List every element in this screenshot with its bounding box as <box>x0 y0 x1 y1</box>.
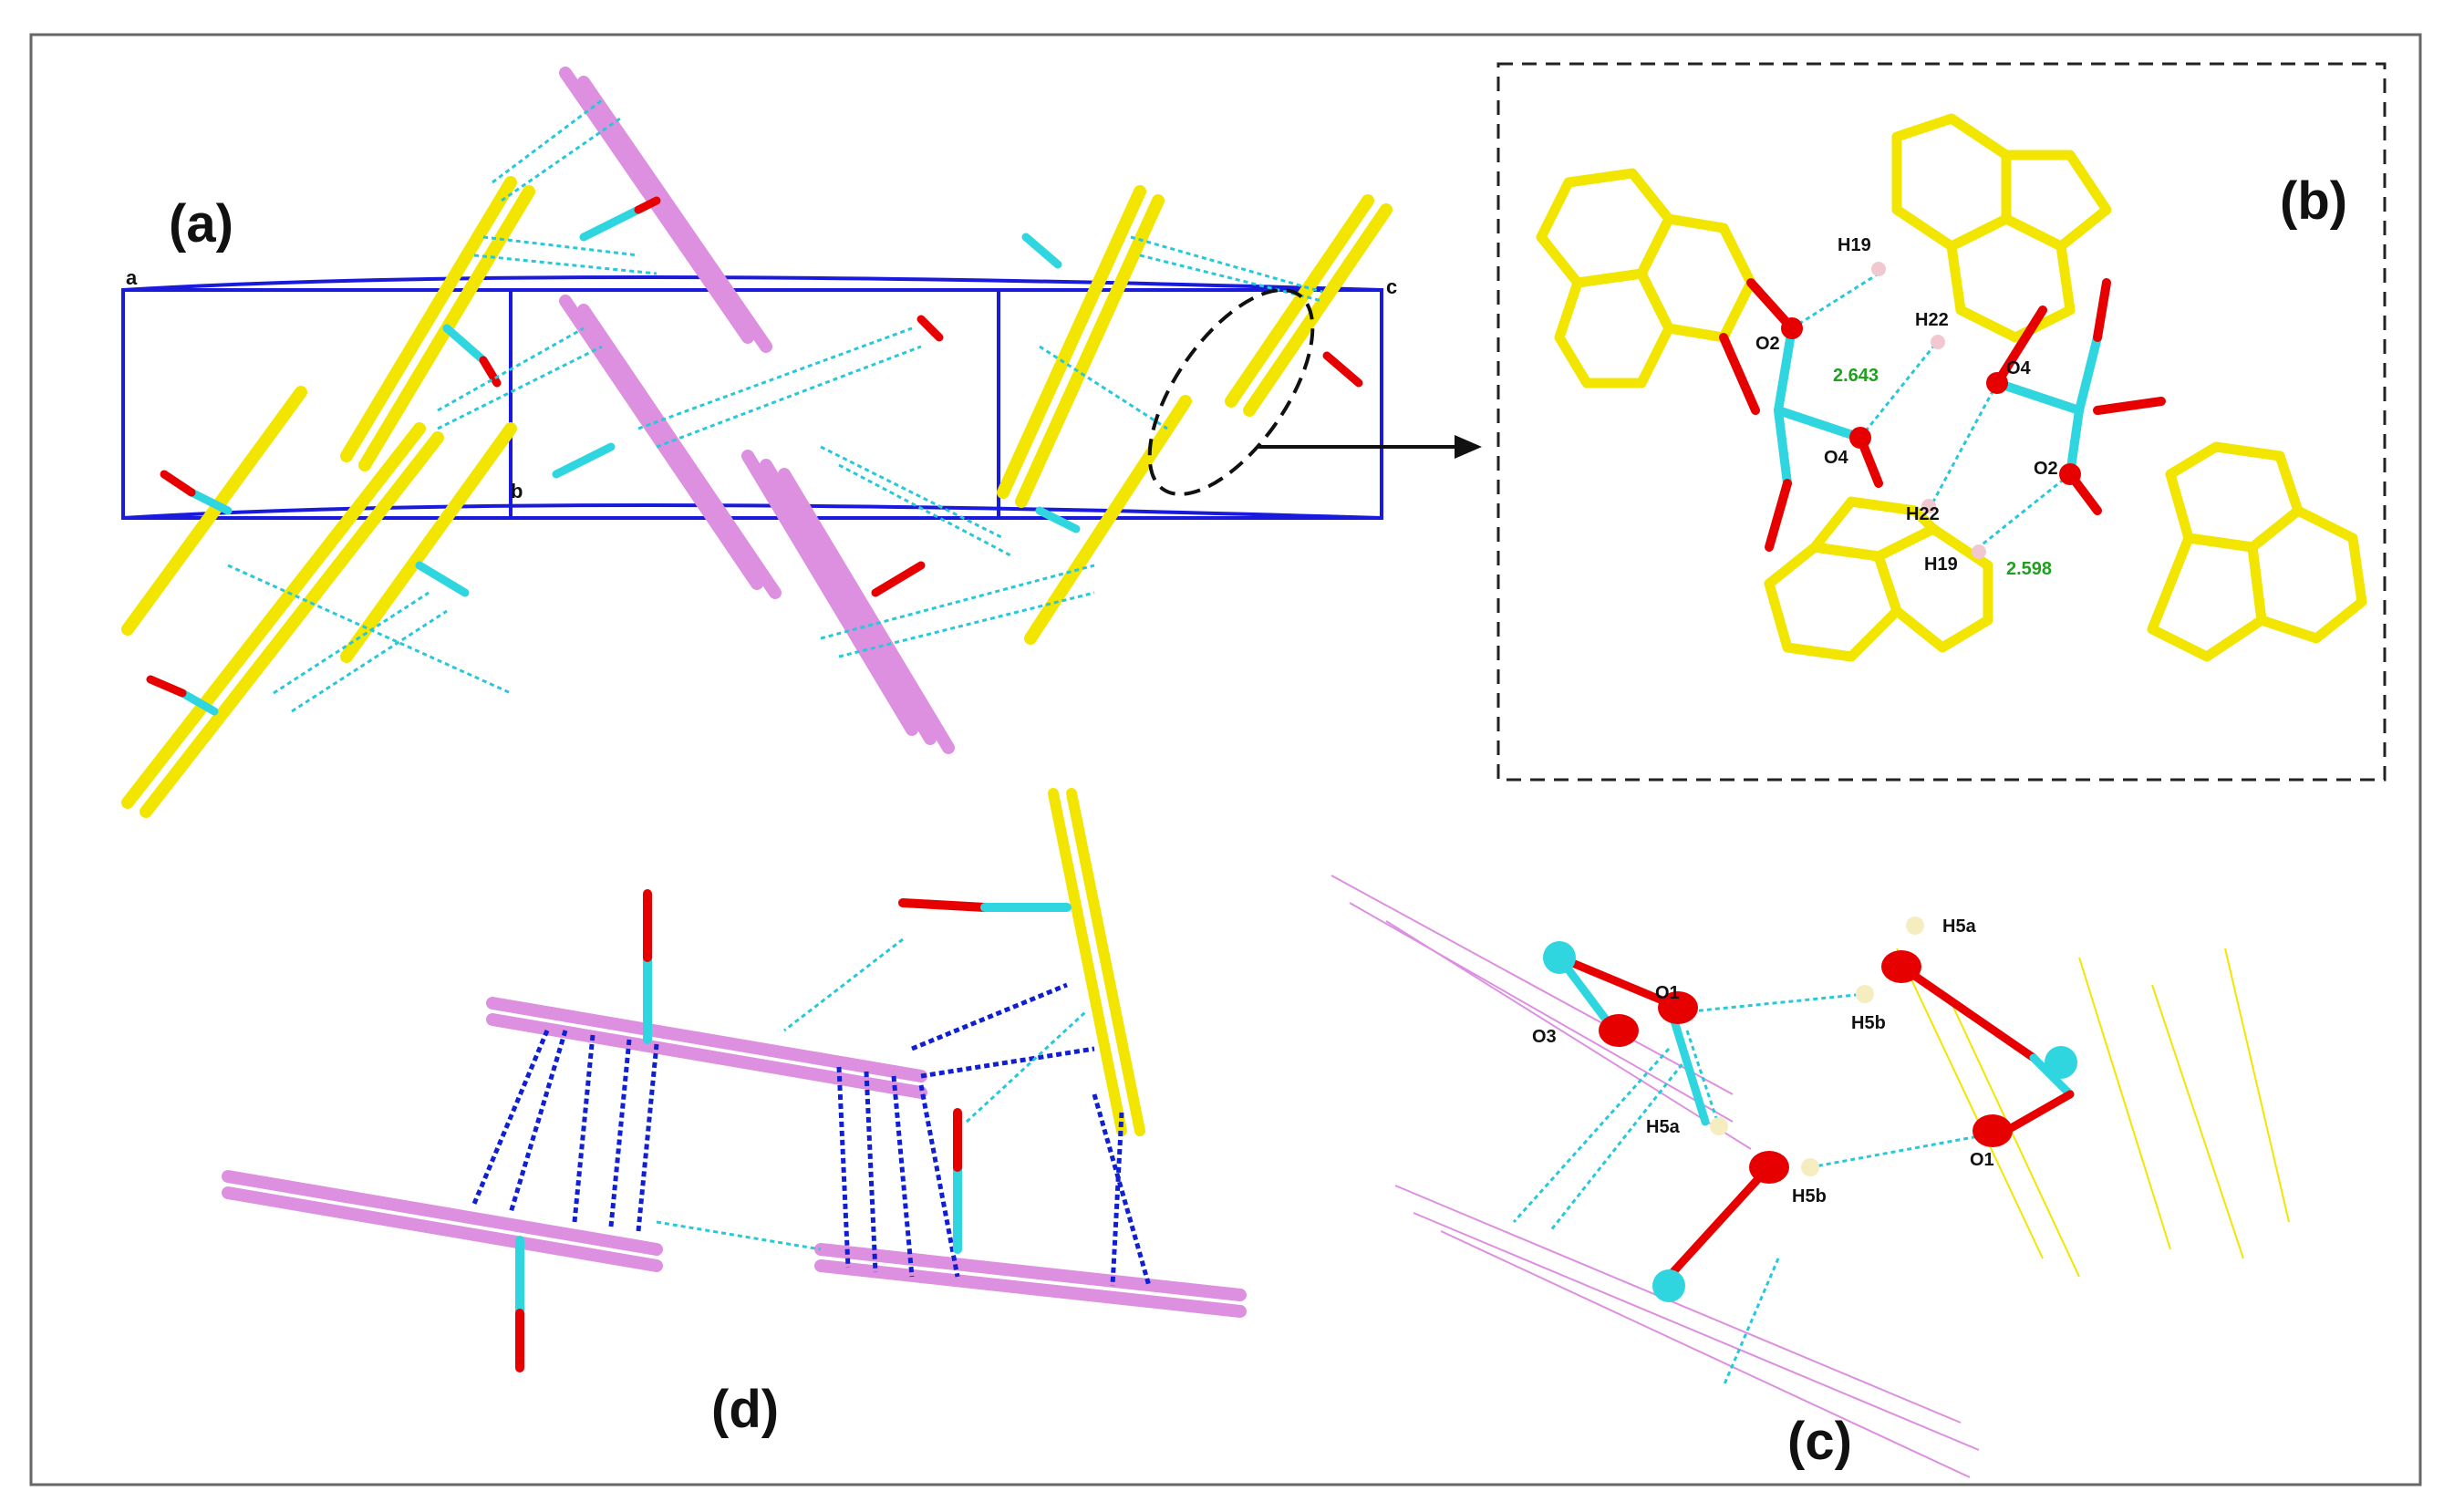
atom-label-h5a-top: H5a <box>1942 917 1977 937</box>
panel-c: H5a H5b O1 O3 H5a H5b O1 (c) <box>1331 875 2290 1478</box>
atom-label-o1-left: O1 <box>1655 983 1680 1003</box>
figure-frame <box>29 33 2422 1486</box>
metal-oxygen-bonds <box>146 196 1363 716</box>
atom-label-h22-top: H22 <box>1915 310 1949 330</box>
hbonds-d <box>656 937 1087 1251</box>
atom-label-o3: O3 <box>1532 1027 1557 1047</box>
axis-b-label: b <box>511 480 523 502</box>
bonds-c <box>1555 953 2075 1281</box>
unit-cell <box>121 275 1383 520</box>
pink-wireframe-c <box>1331 875 1980 1478</box>
panel-b-label: (b) <box>2280 171 2347 231</box>
hydrogen-bond-network <box>227 98 1323 713</box>
atom-label-h5a-bottom: H5a <box>1646 1117 1681 1137</box>
atom-label-h19-bottom: H19 <box>1924 554 1958 575</box>
panel-c-label: (c) <box>1787 1412 1852 1471</box>
hbonds-c <box>1512 992 1984 1387</box>
axis-a-label: a <box>126 266 138 289</box>
pink-ring-stacks <box>559 67 955 754</box>
panel-a-label: (a) <box>169 194 233 254</box>
pi-contacts-d <box>471 982 1152 1287</box>
atom-label-h5b-bottom: H5b <box>1792 1186 1827 1206</box>
yellow-ring-d <box>1048 788 1145 1136</box>
atom-label-o2-right: O2 <box>2034 459 2058 479</box>
hydrogen-bonds-b <box>1791 272 2071 549</box>
panel-b: H19 O2 H22 O4 O4 H22 O2 H19 2.643 2.598 … <box>1496 62 2387 782</box>
zoom-arrow <box>1258 435 1482 459</box>
panel-d: (d) <box>222 788 1247 1439</box>
atom-label-h22-bottom: H22 <box>1906 504 1940 524</box>
yellow-ring-stacks <box>121 176 1393 818</box>
highlight-ellipse <box>1147 288 1315 496</box>
distance-label-1: 2.643 <box>1833 366 1879 386</box>
panel-b-frame <box>1496 62 2387 782</box>
atom-label-h5b-top: H5b <box>1851 1013 1886 1033</box>
metal-oxygen-d <box>515 889 1072 1372</box>
atoms-b <box>1781 262 2081 559</box>
distance-label-2: 2.598 <box>2006 559 2052 579</box>
panel-a: a b c <box>121 67 1482 818</box>
axis-c-label: c <box>1386 275 1397 298</box>
atom-label-o1-right: O1 <box>1970 1150 1994 1170</box>
panel-d-label: (d) <box>711 1380 779 1439</box>
yellow-rings-b <box>1536 113 2367 662</box>
atom-label-o4-right: O4 <box>2006 358 2032 378</box>
yellow-wireframe-c <box>1896 948 2290 1278</box>
atom-label-o2-left: O2 <box>1755 334 1780 354</box>
atoms-c <box>1543 917 2077 1302</box>
atom-label-o4-left: O4 <box>1824 448 1849 468</box>
atom-label-h19-top: H19 <box>1838 235 1871 255</box>
